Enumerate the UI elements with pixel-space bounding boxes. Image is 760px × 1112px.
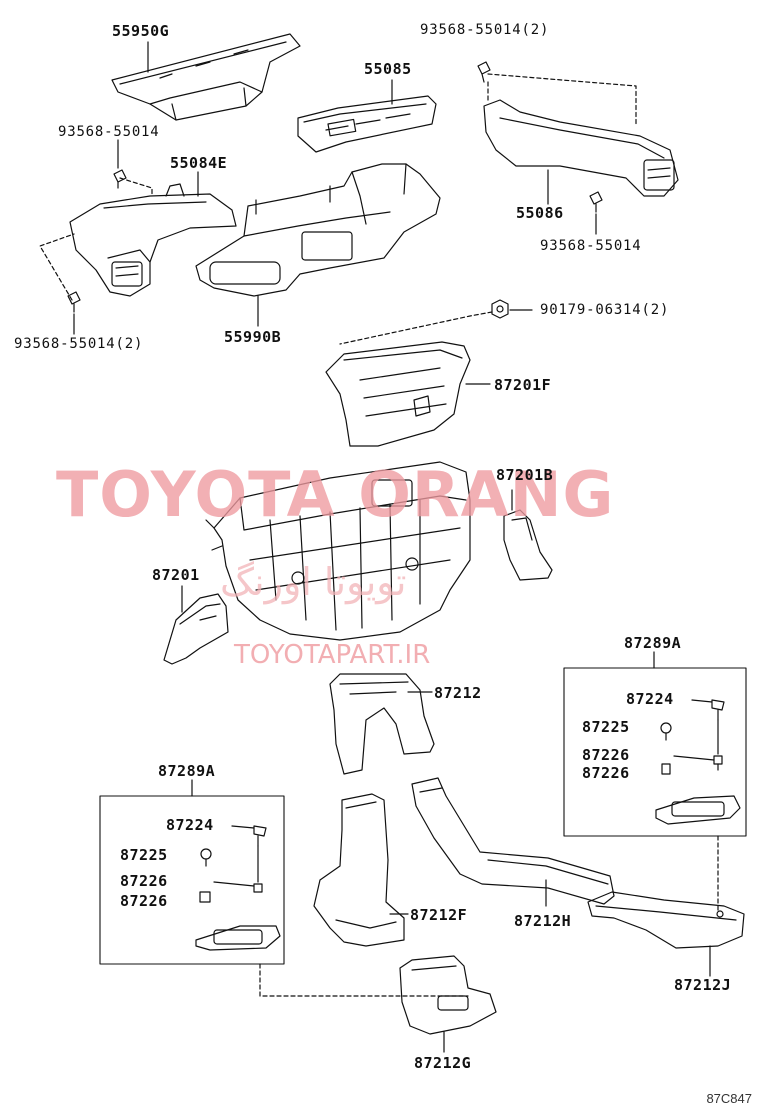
part-55086-drawing	[483, 99, 679, 197]
label-87226-right-a: 87226	[582, 746, 630, 764]
part-87212F-drawing	[313, 793, 405, 947]
part-87212G-drawing	[399, 955, 497, 1035]
screw-93568-bottom-left	[67, 291, 81, 313]
label-87226-left-a: 87226	[120, 872, 168, 890]
label-55085: 55085	[364, 60, 412, 78]
dash-87289A-left	[259, 963, 469, 997]
clip-87226-right-a	[713, 755, 723, 771]
label-87201B: 87201B	[496, 466, 554, 484]
label-87226-right-b: 87226	[582, 764, 630, 782]
label-55084E: 55084E	[170, 154, 228, 172]
dash-55086-top	[487, 73, 637, 125]
label-90179-06314-2: 90179-06314(2)	[540, 302, 670, 318]
clip-90179	[491, 299, 509, 319]
screw-93568-right	[589, 191, 603, 213]
part-55084E-drawing	[69, 183, 237, 297]
grille-left	[195, 925, 281, 951]
part-55085-drawing	[297, 95, 437, 153]
label-93568-55014-2-left: 93568-55014(2)	[14, 336, 144, 352]
part-55950G-drawing	[111, 33, 301, 121]
dash-90179	[339, 311, 493, 345]
label-93568-55014-right: 93568-55014	[540, 238, 642, 254]
part-55990B-drawing	[195, 163, 441, 297]
label-93568-55014-left: 93568-55014	[58, 124, 160, 140]
label-87289A-right: 87289A	[624, 634, 682, 652]
label-87289A-left: 87289A	[158, 762, 216, 780]
watermark-farsi: تویوتا اورنگ	[220, 560, 407, 604]
label-55990B: 55990B	[224, 328, 282, 346]
part-87212-drawing	[329, 673, 435, 775]
label-87225-left: 87225	[120, 846, 168, 864]
fastener-87224-right	[711, 699, 725, 721]
label-87212G: 87212G	[414, 1054, 472, 1072]
screw-93568-left	[113, 169, 127, 189]
clip-87226-left-a	[253, 883, 263, 893]
clip-87225-left	[200, 848, 212, 867]
label-55950G: 55950G	[112, 22, 170, 40]
watermark-url: TOYOTAPART.IR	[234, 640, 431, 670]
part-87201F-drawing	[325, 341, 471, 447]
part-87212H-drawing	[411, 777, 615, 905]
label-87201: 87201	[152, 566, 200, 584]
leader-87226-right-a	[673, 755, 715, 761]
part-87212J-drawing	[587, 891, 745, 949]
dash-55084E-lower	[39, 233, 75, 301]
clip-87225-right	[660, 722, 672, 741]
part-87201B-drawing	[503, 509, 553, 581]
leader-87224-right	[691, 699, 713, 703]
label-87224-left: 87224	[166, 816, 214, 834]
leader-87224-left	[231, 825, 255, 829]
label-87212F: 87212F	[410, 906, 468, 924]
label-55086: 55086	[516, 204, 564, 222]
clip-87226-right-b	[661, 763, 671, 775]
label-87212J: 87212J	[674, 976, 732, 994]
figure-code: 87C847	[706, 1091, 752, 1106]
box-87289A-right	[563, 667, 747, 837]
clip-87226-left-b	[199, 891, 211, 903]
label-87226-left-b: 87226	[120, 892, 168, 910]
label-87212H: 87212H	[514, 912, 572, 930]
dash-55084E-screw	[119, 177, 153, 197]
leader-87226-left-a	[213, 881, 255, 887]
part-87201-drawing	[163, 593, 229, 665]
watermark-title: TOYOTA ORANG	[56, 458, 615, 531]
label-87212: 87212	[434, 684, 482, 702]
fastener-87224-left	[253, 825, 267, 847]
grille-right	[655, 795, 741, 825]
label-87224-right: 87224	[626, 690, 674, 708]
screw-93568-top	[477, 61, 491, 83]
label-87201F: 87201F	[494, 376, 552, 394]
heater-unit-drawing	[205, 461, 471, 641]
label-87225-right: 87225	[582, 718, 630, 736]
label-93568-55014-2-top: 93568-55014(2)	[420, 22, 550, 38]
